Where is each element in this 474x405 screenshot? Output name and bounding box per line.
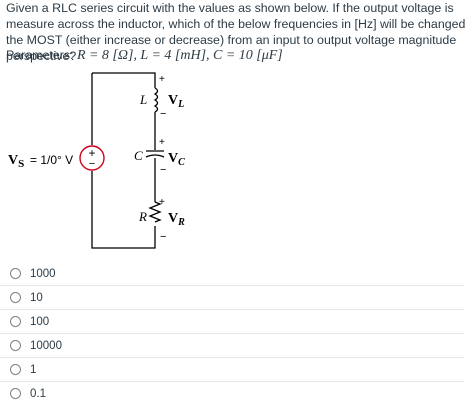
radio-button-icon[interactable] [10, 388, 21, 399]
vl-plus: + [159, 74, 165, 85]
answer-label: 10000 [30, 339, 62, 352]
answer-option-100[interactable]: 100 [0, 309, 464, 333]
source-plus: + [88, 146, 95, 160]
vr-plus: + [159, 197, 165, 208]
capacitor-label: C [134, 148, 143, 163]
source-label: VS [8, 153, 24, 170]
param-c: C = 10 [μF] [212, 48, 283, 63]
parameters-line: Parameters: R = 8 [Ω], L = 4 [mH], C = 1… [6, 48, 283, 64]
vc-label: VC [168, 151, 185, 168]
answer-option-10000[interactable]: 10000 [0, 333, 464, 357]
radio-button-icon[interactable] [10, 340, 21, 351]
answer-label: 0.1 [30, 387, 46, 400]
radio-button-icon[interactable] [10, 292, 21, 303]
vc-minus: − [160, 164, 166, 176]
resistor-symbol [148, 201, 162, 223]
vl-label: VL [168, 93, 184, 110]
rlc-circuit-diagram: + − VS = 1/0° V + L VL − + C VC − + R VR… [8, 72, 185, 249]
inductor-symbol [153, 87, 159, 113]
source-value: = 1/0° V [30, 153, 73, 167]
vc-plus: + [159, 137, 165, 148]
answer-option-0-1[interactable]: 0.1 [0, 381, 464, 405]
answer-option-10[interactable]: 10 [0, 285, 464, 309]
answer-label: 100 [30, 315, 50, 328]
vr-label: VR [168, 211, 185, 228]
answer-label: 10 [30, 291, 43, 304]
voltage-source-circle [79, 145, 105, 171]
answer-option-1000[interactable]: 1000 [0, 262, 464, 285]
question-text: Given a RLC series circuit with the valu… [6, 1, 466, 63]
answer-choices: 1000 10 100 10000 1 0.1 [0, 262, 464, 405]
answer-option-1[interactable]: 1 [0, 357, 464, 381]
radio-button-icon[interactable] [10, 364, 21, 375]
circuit-wires [91, 72, 165, 249]
resistor-label: R [138, 209, 147, 224]
answer-label: 1000 [30, 267, 56, 280]
vl-minus: − [160, 108, 166, 120]
source-minus: − [89, 158, 95, 170]
parameters-label: Parameters: [6, 48, 74, 62]
answer-label: 1 [30, 363, 37, 376]
radio-button-icon[interactable] [10, 268, 21, 279]
vr-minus: − [160, 231, 166, 243]
inductor-label: L [139, 92, 147, 107]
param-r: R = 8 [Ω], [76, 48, 137, 63]
param-l: L = 4 [mH], [140, 48, 210, 63]
capacitor-plate-bottom [145, 154, 165, 158]
radio-button-icon[interactable] [10, 316, 21, 327]
